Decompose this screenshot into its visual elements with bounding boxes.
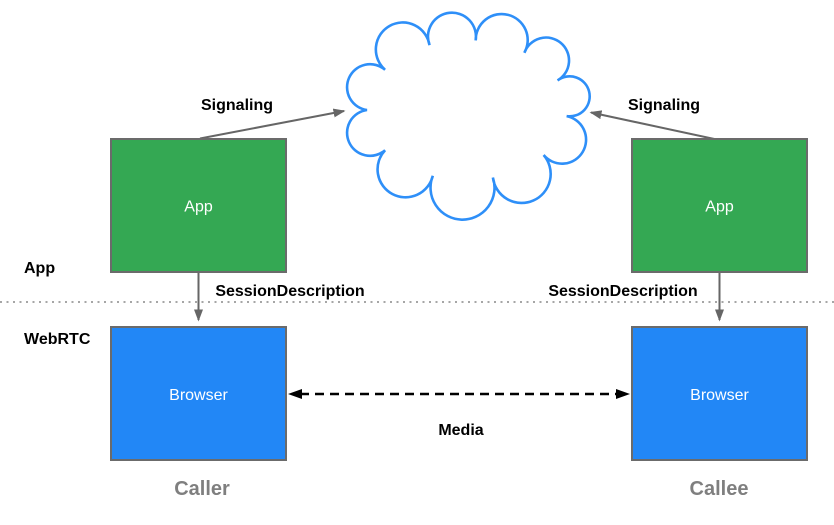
caller-browser-box-label: Browser (169, 387, 228, 404)
signaling-arrow-left (199, 108, 346, 140)
callee-browser-box-label: Browser (690, 387, 749, 404)
callee-label: Callee (690, 478, 749, 500)
caller-app-box (110, 138, 287, 273)
caller-label: Caller (174, 478, 230, 500)
sessiondescription-label-right: SessionDescription (548, 283, 697, 300)
app-layer-label: App (24, 260, 55, 277)
callee-browser-box (631, 326, 808, 461)
signaling-arrow-right (589, 110, 720, 141)
callee-app-box (631, 138, 808, 273)
webrtc-layer-label: WebRTC (24, 331, 91, 348)
signaling-label-right: Signaling (628, 97, 700, 114)
caller-app-box-label: App (184, 199, 213, 216)
media-arrowhead-right (616, 389, 630, 399)
media-arrowhead-left (288, 389, 302, 399)
sessiondescription-label-left: SessionDescription (215, 283, 364, 300)
media-label: Media (438, 422, 483, 439)
signaling-label-left: Signaling (201, 97, 273, 114)
signaling-cloud-icon (345, 11, 591, 221)
caller-browser-box (110, 326, 287, 461)
callee-app-box-label: App (705, 199, 734, 216)
